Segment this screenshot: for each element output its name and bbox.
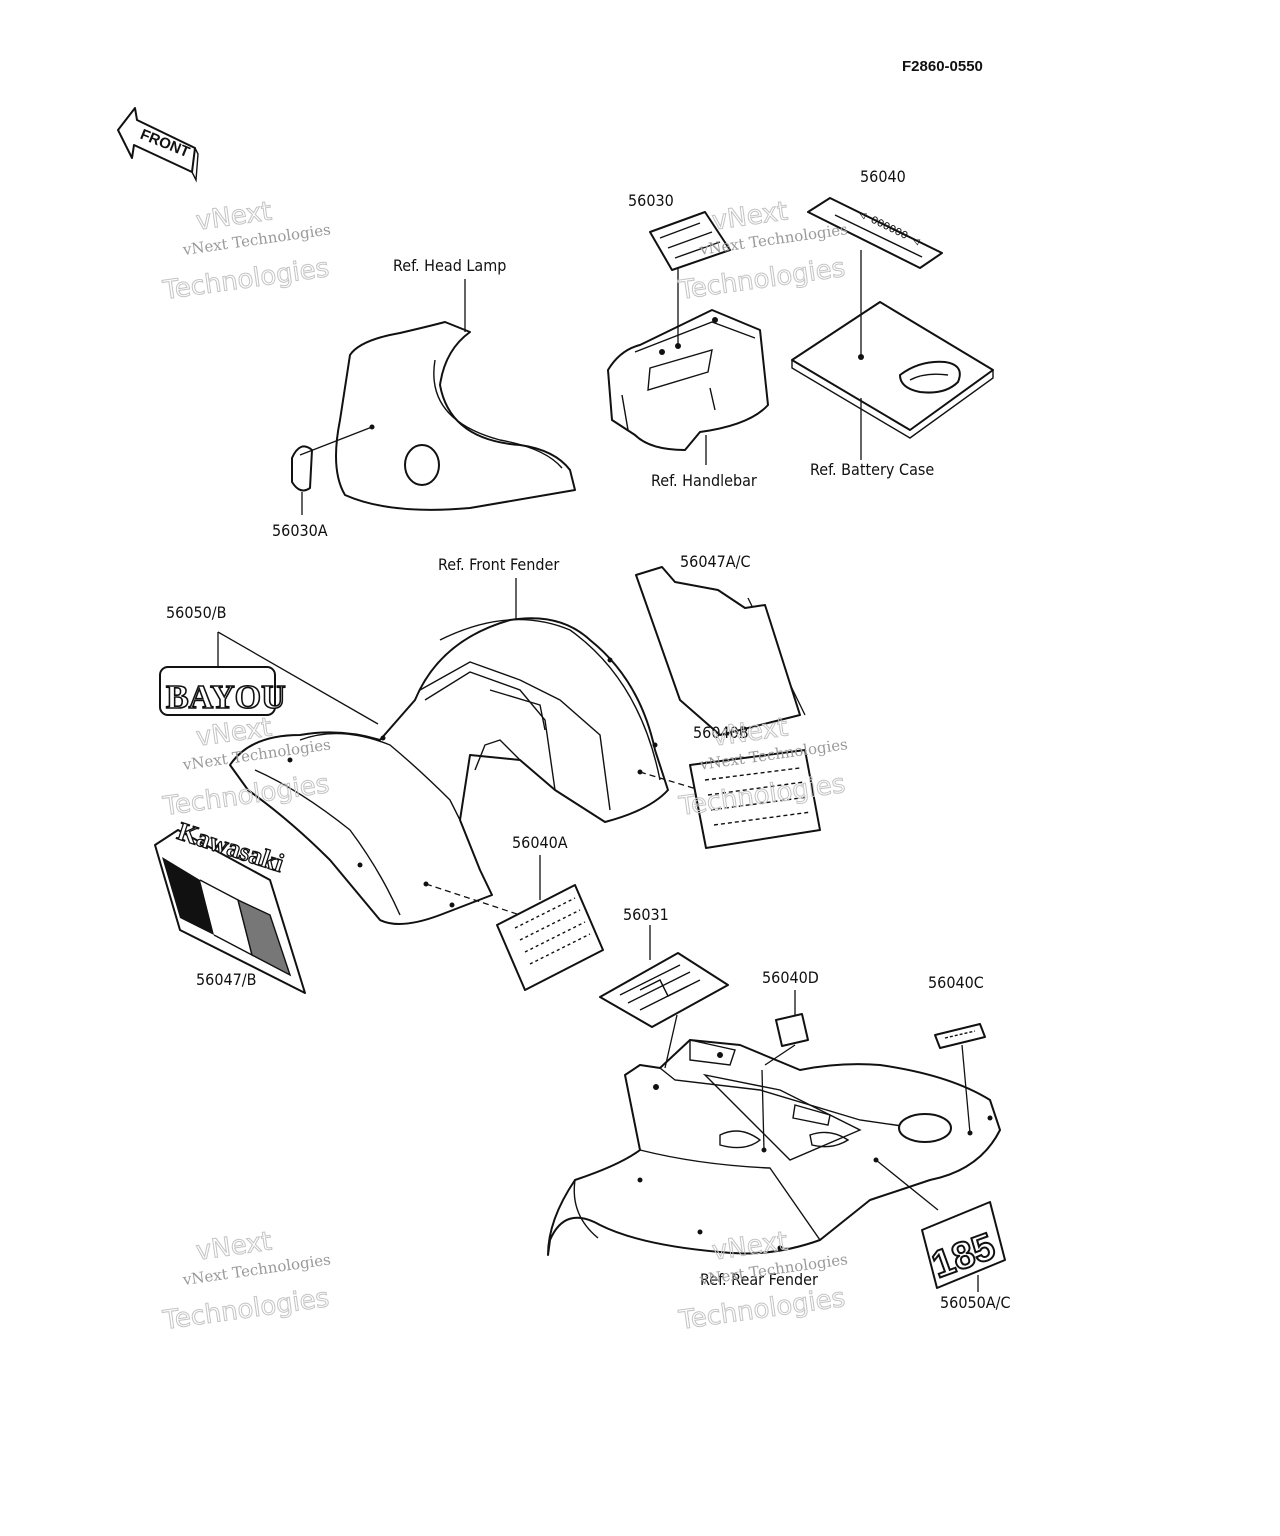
head-lamp-cover bbox=[291, 279, 576, 515]
ref-rear-fender-label: Ref. Rear Fender bbox=[700, 1270, 818, 1289]
ref-front-fender-label: Ref. Front Fender bbox=[438, 555, 559, 574]
svg-text:Technologies: Technologies bbox=[676, 1283, 847, 1336]
part-56047B-label: 56047/B bbox=[196, 970, 257, 989]
decal-185: 185 bbox=[921, 1201, 1006, 1292]
decal-kawasaki: Kawasaki bbox=[154, 816, 306, 994]
part-56030-label: 56030 bbox=[628, 191, 674, 210]
decal-56040C bbox=[934, 1023, 986, 1049]
ref-battery-case-label: Ref. Battery Case bbox=[810, 460, 934, 479]
part-56030A-label: 56030A bbox=[272, 521, 328, 540]
ref-handlebar-label: Ref. Handlebar bbox=[651, 471, 757, 490]
watermark-bottom-left: vNext vNext Technologies Technologies bbox=[160, 1226, 332, 1337]
svg-text:Technologies: Technologies bbox=[676, 253, 847, 306]
front-arrow-icon: FRONT bbox=[117, 107, 199, 183]
part-56040A-label: 56040A bbox=[512, 833, 568, 852]
part-56031-label: 56031 bbox=[623, 905, 669, 924]
battery-case: ◁ OOOOOO ◁ bbox=[791, 197, 994, 460]
svg-text:Technologies: Technologies bbox=[160, 253, 331, 306]
part-56040B-label: 56040B bbox=[693, 723, 749, 742]
part-56047AC-label: 56047A/C bbox=[680, 552, 751, 571]
decal-56031 bbox=[599, 952, 729, 1028]
diagram-code: F2860-0550 bbox=[902, 58, 983, 75]
part-56040C-label: 56040C bbox=[928, 973, 984, 992]
bayou-decal-text: BAYOU bbox=[166, 679, 286, 716]
svg-text:Technologies: Technologies bbox=[160, 1283, 331, 1336]
decal-56047AC bbox=[635, 566, 801, 736]
decal-56040D bbox=[775, 1013, 809, 1047]
part-56050B-label: 56050/B bbox=[166, 603, 227, 622]
decal-bayou: BAYOU bbox=[159, 632, 286, 717]
front-fender bbox=[217, 578, 806, 925]
watermark-top-left: vNext vNext Technologies Technologies bbox=[160, 196, 332, 307]
decal-56040B bbox=[689, 749, 821, 849]
ref-head-lamp-label: Ref. Head Lamp bbox=[393, 256, 506, 275]
rear-fender bbox=[547, 925, 1001, 1256]
handlebar-cover bbox=[607, 211, 769, 465]
part-56050AC-label: 56050A/C bbox=[940, 1293, 1011, 1312]
decal-56040A bbox=[496, 855, 604, 991]
part-56040D-label: 56040D bbox=[762, 968, 819, 987]
part-56040-label: 56040 bbox=[860, 167, 906, 186]
